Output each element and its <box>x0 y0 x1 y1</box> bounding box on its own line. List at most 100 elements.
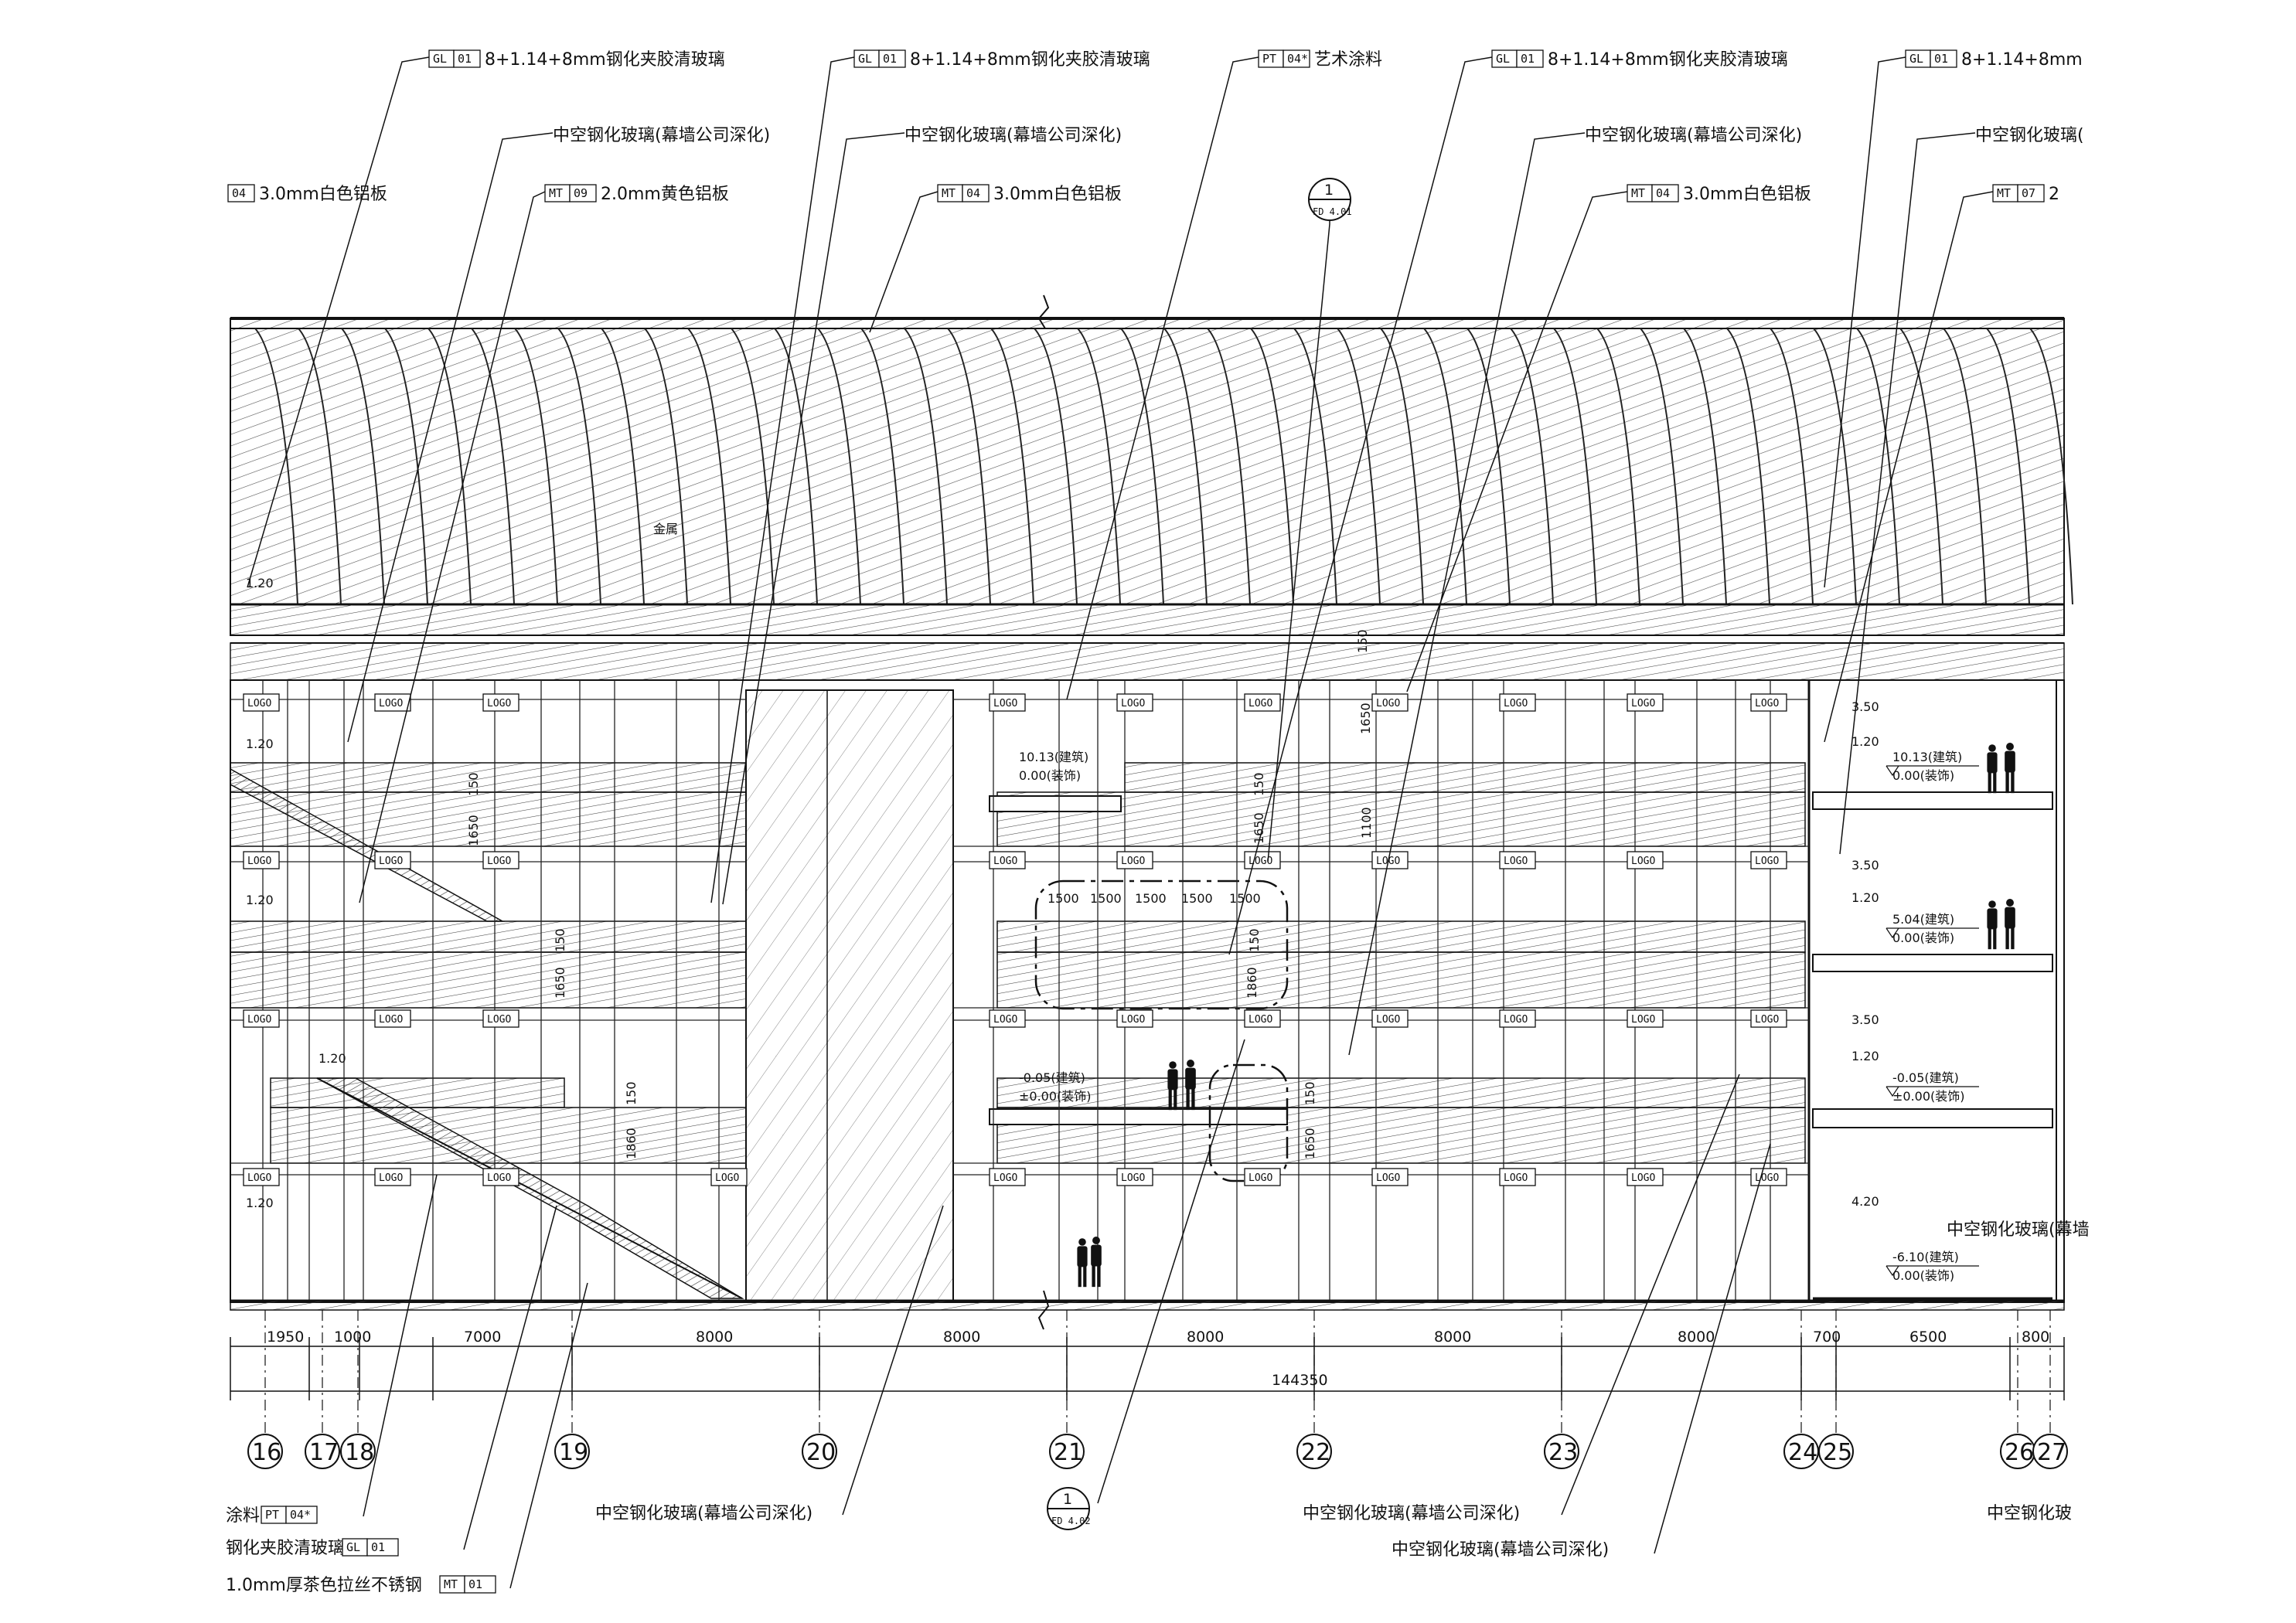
level-height-dimension: 3.50 <box>1851 699 1879 714</box>
callout-text: 3.0mm白色铝板 <box>993 185 1122 204</box>
logo-text: LOGO <box>1121 698 1145 709</box>
total-dimension: 144350 <box>1272 1372 1328 1389</box>
material-number: 07 <box>2022 186 2035 200</box>
grid-axis-16: 16 <box>247 1310 283 1469</box>
roof-rib <box>557 328 601 605</box>
logo-sign: LOGO <box>1371 851 1409 869</box>
level-finish: 0.00(装饰) <box>1892 1268 1954 1283</box>
vertical-dimension: 1650 <box>1358 703 1373 734</box>
leader-line <box>842 1205 944 1516</box>
material-number: 04* <box>290 1508 311 1522</box>
logo-sign: LOGO <box>1627 851 1664 869</box>
atrium-glass-panel <box>745 689 954 1301</box>
roof-rib <box>1683 328 1727 605</box>
level-marker: 5.04(建筑)0.00(装饰) <box>1886 912 1979 945</box>
left-height-dimension: 1.20 <box>246 737 274 751</box>
logo-sign: LOGO <box>1116 851 1153 869</box>
level-elevation: -0.05(建筑) <box>1019 1070 1085 1085</box>
logo-text: LOGO <box>1376 1014 1400 1026</box>
grid-axis-label: 23 <box>1548 1439 1578 1466</box>
roof-rib <box>1943 328 1987 605</box>
grid-axis-label: 22 <box>1301 1439 1330 1466</box>
logo-sign: LOGO <box>482 1009 519 1028</box>
logo-sign: LOGO <box>374 1168 411 1186</box>
detail-ref-bottom[interactable]: 1 FD 4.02 <box>1047 1487 1091 1530</box>
logo-sign: LOGO <box>374 693 411 712</box>
leader-line <box>347 132 554 743</box>
material-code: PT <box>265 1508 279 1522</box>
level-finish: ±0.00(装饰) <box>1019 1089 1092 1104</box>
callout-top[interactable]: 中空钢化玻璃(幕墙公司深化) <box>1585 126 1802 145</box>
roof-rib <box>471 328 515 605</box>
logo-sign: LOGO <box>243 693 280 712</box>
roof-rib <box>1034 328 1078 605</box>
logo-sign: LOGO <box>1244 1168 1281 1186</box>
grid-axis-label: 27 <box>2037 1439 2066 1466</box>
detail-ref-top[interactable]: 1 FD 4.01 <box>1308 178 1352 221</box>
callout-bottom-text[interactable]: 中空钢化玻璃(幕墙公司深化) <box>1392 1540 1609 1560</box>
roof-rib <box>1986 328 2030 605</box>
detail-ref-bottom-num: 1 <box>1063 1491 1072 1508</box>
right-note: 中空钢化玻璃(幕墙 <box>1947 1220 2090 1240</box>
leader-line <box>1824 56 1906 588</box>
grid-axis-22: 22 <box>1296 1310 1332 1469</box>
roof-rib <box>1899 328 1943 605</box>
logo-sign: LOGO <box>1627 1009 1664 1028</box>
grid-axis-label: 16 <box>252 1439 281 1466</box>
callout-text: 中空钢化玻璃( <box>1975 126 2084 145</box>
callout-top[interactable]: 中空钢化玻璃(幕墙公司深化) <box>553 126 770 145</box>
material-number: 04 <box>966 186 980 200</box>
level-finish: 0.00(装饰) <box>1892 768 1954 783</box>
grid-axis-label: 24 <box>1788 1439 1817 1466</box>
callout-bottom-text[interactable]: 中空钢化玻 <box>1987 1504 2072 1523</box>
roof-rib <box>1077 328 1121 605</box>
grid-axis-label: 19 <box>559 1439 588 1466</box>
logo-text: LOGO <box>247 1014 271 1026</box>
material-number: 09 <box>574 186 588 200</box>
logo-text: LOGO <box>1755 1014 1779 1026</box>
span-dimension: 7000 <box>464 1329 501 1346</box>
level-finish: 0.00(装饰) <box>1892 931 1954 945</box>
left-height-dimension: 1.20 <box>246 1196 274 1210</box>
level-elevation: 10.13(建筑) <box>1892 750 1962 764</box>
roof-rib <box>687 328 731 605</box>
logo-text: LOGO <box>993 1172 1017 1184</box>
logo-text: LOGO <box>1121 1014 1145 1026</box>
callout-text: 2 <box>2049 185 2059 204</box>
callout-top[interactable]: 中空钢化玻璃( <box>1975 126 2084 145</box>
logo-sign: LOGO <box>1371 693 1409 712</box>
roof-rib <box>384 328 428 605</box>
callout-text: 中空钢化玻璃(幕墙公司深化) <box>553 126 770 145</box>
leader-line <box>1228 56 1493 955</box>
logo-text: LOGO <box>247 1172 271 1184</box>
roof-rib <box>1856 328 1900 605</box>
roof-rib <box>428 328 472 605</box>
logo-sign: LOGO <box>243 1168 280 1186</box>
person-figure <box>2005 743 2015 794</box>
vertical-dimension: 150 <box>1303 1081 1317 1105</box>
logo-sign: LOGO <box>482 851 519 869</box>
callout-bottom-text[interactable]: 中空钢化玻璃(幕墙公司深化) <box>1303 1504 1520 1523</box>
roof-rib <box>904 328 948 605</box>
logo-sign: LOGO <box>989 1168 1026 1186</box>
callout-top[interactable]: 中空钢化玻璃(幕墙公司深化) <box>904 126 1122 145</box>
logo-sign: LOGO <box>1750 851 1787 869</box>
person-figure <box>1987 744 1998 794</box>
grid-axis-23: 23 <box>1544 1310 1579 1469</box>
callout-bottom-text[interactable]: 中空钢化玻璃(幕墙公司深化) <box>595 1504 812 1523</box>
logo-text: LOGO <box>1631 856 1655 867</box>
grid-axis-27: 27 <box>2032 1310 2068 1469</box>
